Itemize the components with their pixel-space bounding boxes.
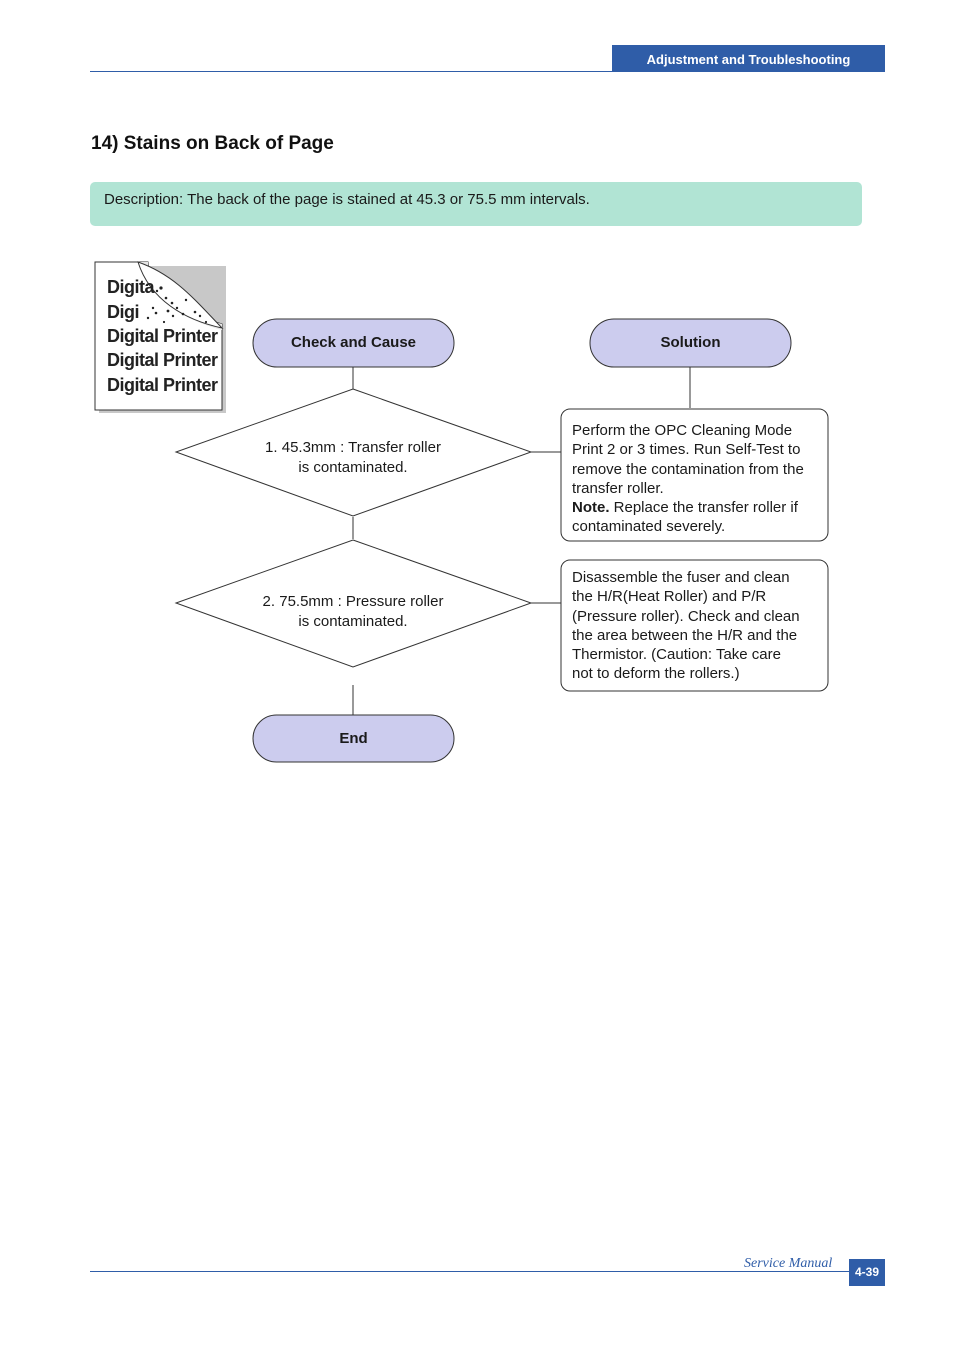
solution-box-2 — [560, 559, 829, 692]
solution-2-line-5: Thermistor. (Caution: Take care — [572, 646, 781, 664]
check-and-cause-pill — [252, 318, 455, 368]
header-rule — [90, 71, 885, 72]
solution-1-line-1: Perform the OPC Cleaning Mode — [572, 422, 793, 439]
cause-2-line-2: is contaminated. — [298, 613, 408, 630]
solution-label: Solution — [660, 334, 721, 351]
cause-diamond-2 — [174, 539, 533, 668]
solution-2-line-3: (Pressure roller). Check and clean — [572, 607, 800, 625]
solution-2-line-1: Disassemble the fuser and clean — [572, 569, 790, 586]
solution-2-text: Disassemble the fuser and clean the H/R(… — [572, 568, 827, 684]
solution-1-line-3: remove the contamination from the — [572, 460, 804, 478]
cause-1-line-1: 1. 45.3mm : Transfer roller — [265, 439, 441, 456]
footer-rule — [90, 1271, 885, 1272]
illustration-line-3: Digital Printer — [107, 326, 218, 346]
note-label: Note. — [572, 499, 610, 517]
cause-2-text: 2. 75.5mm : Pressure roller is contamina… — [203, 592, 503, 632]
cause-1-text: 1. 45.3mm : Transfer roller is contamina… — [203, 438, 503, 478]
solution-1-text: Perform the OPC Cleaning Mode Print 2 or… — [572, 421, 827, 537]
solution-1-line-4: transfer roller. — [572, 479, 664, 497]
solution-pill — [589, 318, 792, 368]
illustration-line-4: Digital Printer — [107, 350, 218, 370]
footer-manual-label: Service Manual — [744, 1256, 833, 1271]
note-text: Replace the transfer roller if — [609, 499, 798, 517]
illustration-line-1: Digita — [107, 277, 155, 297]
description-box: Description: The back of the page is sta… — [90, 182, 862, 226]
check-and-cause-label: Check and Cause — [290, 334, 417, 351]
stained-page-illustration — [94, 261, 226, 413]
end-pill — [252, 714, 455, 763]
section-title: 14) Stains on Back of Page — [91, 133, 334, 154]
header-section-tab: Adjustment and Troubleshooting — [612, 45, 885, 72]
cause-1-line-2: is contaminated. — [298, 459, 408, 476]
cause-diamond-1 — [174, 388, 533, 517]
page-number-badge: 4-39 — [849, 1259, 885, 1286]
solution-2-line-6: not to deform the rollers.) — [572, 665, 740, 683]
end-label: End — [339, 730, 368, 747]
illustration-line-5: Digital Printer — [107, 375, 218, 395]
cause-2-line-1: 2. 75.5mm : Pressure roller — [262, 593, 444, 610]
solution-1-note: Note. Replace the transfer roller if — [572, 498, 827, 517]
solution-box-1 — [560, 408, 829, 542]
solution-1-note-line-2: contaminated severely. — [572, 518, 726, 536]
illustration-line-2: Digi — [107, 302, 140, 322]
solution-1-line-2: Print 2 or 3 times. Run Self-Test to — [572, 441, 801, 459]
solution-2-line-4: the area between the H/R and the — [572, 626, 798, 644]
solution-2-line-2: the H/R(Heat Roller) and P/R — [572, 588, 767, 606]
